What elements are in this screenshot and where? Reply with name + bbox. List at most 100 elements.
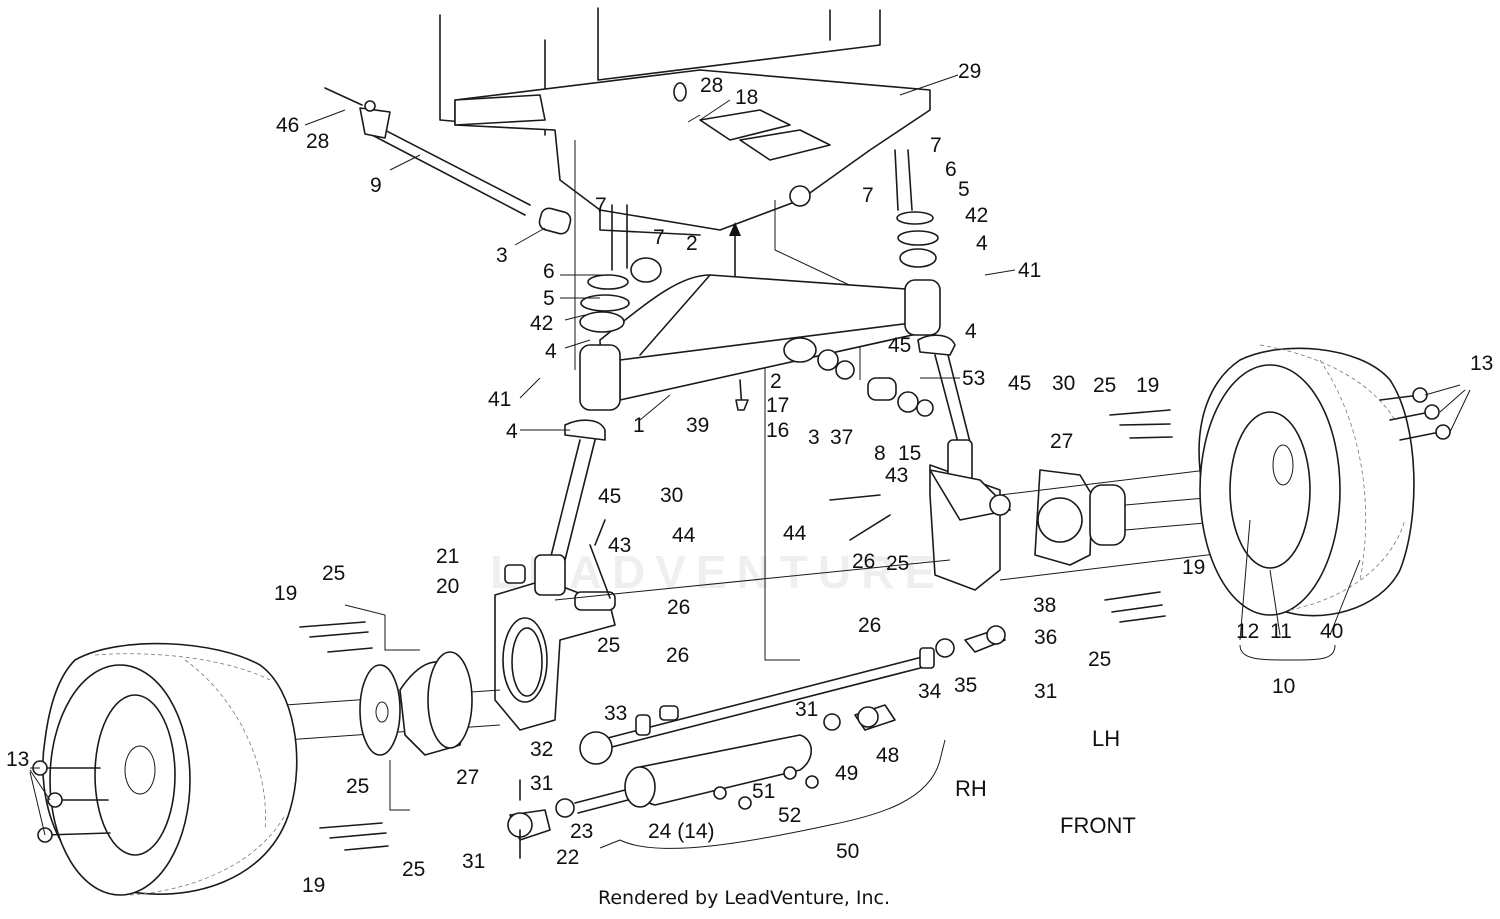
callout-label: 2 xyxy=(686,232,698,255)
callout-label: 20 xyxy=(436,575,459,598)
callout-label: 19 xyxy=(1136,374,1159,397)
callout-label: 43 xyxy=(608,534,631,557)
callout-label: 25 xyxy=(597,634,620,657)
callout-label: 45 xyxy=(598,485,621,508)
callout-label: 37 xyxy=(830,426,853,449)
callout-label: 7 xyxy=(930,134,942,157)
callout-label: 3 xyxy=(496,244,508,267)
callout-label: 15 xyxy=(898,442,921,465)
callout-label: 2 xyxy=(770,370,782,393)
callout-label: 41 xyxy=(1018,259,1041,282)
callout-label: 25 xyxy=(402,858,425,881)
callout-label: 39 xyxy=(686,414,709,437)
callout-label: 31 xyxy=(462,850,485,873)
callout-label: 26 xyxy=(666,644,689,667)
side-label-lh: LH xyxy=(1092,726,1120,751)
callout-label: 19 xyxy=(274,582,297,605)
callout-label: 26 xyxy=(858,614,881,637)
callout-label: 32 xyxy=(530,738,553,761)
callout-label: 4 xyxy=(976,232,988,255)
callout-label: 53 xyxy=(962,367,985,390)
callout-label: 25 xyxy=(322,562,345,585)
callout-label: 25 xyxy=(886,552,909,575)
callout-label: 35 xyxy=(954,674,977,697)
callout-label: 45 xyxy=(1008,372,1031,395)
callout-label: 11 xyxy=(1270,620,1292,643)
callout-label: 52 xyxy=(778,804,801,827)
callout-label: 6 xyxy=(543,260,555,283)
axle-beam xyxy=(579,257,941,417)
callout-label: 34 xyxy=(918,680,942,703)
callout-label: 33 xyxy=(604,702,627,725)
callout-label: 4 xyxy=(545,340,557,363)
callout-label: 28 xyxy=(700,74,723,97)
callout-label: 19 xyxy=(302,874,325,897)
callout-label: 48 xyxy=(876,744,899,767)
pivot-rod-9 xyxy=(324,87,572,235)
callout-label: 13 xyxy=(1470,352,1493,375)
callout-label: 29 xyxy=(958,60,981,83)
callout-labels: 46 28 9 3 28 18 29 7 7 2 6 5 42 4 41 4 1… xyxy=(6,60,1493,897)
spindle-right xyxy=(929,439,1126,591)
callout-label: 30 xyxy=(1052,372,1075,395)
callout-label: 50 xyxy=(836,840,859,863)
callout-label: 4 xyxy=(506,420,518,443)
callout-label: 6 xyxy=(945,158,957,181)
callout-label: 45 xyxy=(888,334,911,357)
callout-label: 31 xyxy=(1034,680,1057,703)
callout-label: 25 xyxy=(346,775,369,798)
callout-label: 25 xyxy=(1093,374,1116,397)
callout-label: 43 xyxy=(885,464,908,487)
kingpin-stack-right xyxy=(894,149,973,451)
callout-label: 36 xyxy=(1034,626,1057,649)
bolt-group-right xyxy=(829,387,1451,623)
callout-label: 38 xyxy=(1033,594,1056,617)
credit-text: Rendered by LeadVenture, Inc. xyxy=(598,887,890,909)
callout-label: 17 xyxy=(766,394,789,417)
callout-label: 31 xyxy=(530,772,553,795)
callout-label: 42 xyxy=(530,312,553,335)
callout-label: 44 xyxy=(783,522,807,545)
callout-label: 10 xyxy=(1272,675,1295,698)
callout-label: 19 xyxy=(1182,556,1205,579)
frame-assembly xyxy=(439,7,931,661)
callout-label: 28 xyxy=(306,130,329,153)
callout-label: 42 xyxy=(965,204,988,227)
callout-label: 26 xyxy=(852,550,875,573)
leader-lines xyxy=(29,74,1471,836)
callout-label: 23 xyxy=(570,820,593,843)
callout-label: 26 xyxy=(667,596,690,619)
callout-label: 18 xyxy=(735,86,758,109)
callout-label: 3 xyxy=(808,426,820,449)
callout-label: 12 xyxy=(1236,620,1259,643)
callout-label: 4 xyxy=(965,320,977,343)
callout-label: 5 xyxy=(958,178,970,201)
callout-label: 13 xyxy=(6,748,29,771)
callout-label: 40 xyxy=(1320,620,1343,643)
wheel-right xyxy=(1198,344,1415,617)
callout-label: 1 xyxy=(633,414,645,437)
bolt-group-left xyxy=(32,604,420,851)
callout-label: 16 xyxy=(766,419,789,442)
wheel-left xyxy=(42,642,298,896)
callout-label: 7 xyxy=(595,194,607,217)
side-label-rh: RH xyxy=(955,776,987,801)
callout-label: 5 xyxy=(543,287,555,310)
callout-label: 30 xyxy=(660,484,683,507)
callout-label: 24 (14) xyxy=(648,820,715,843)
callout-label: 44 xyxy=(672,524,696,547)
spindle-left xyxy=(494,519,616,801)
callout-label: 25 xyxy=(1088,648,1111,671)
callout-label: 27 xyxy=(1050,430,1073,453)
callout-label: 9 xyxy=(370,174,382,197)
callout-label: 8 xyxy=(874,442,886,465)
hub-left xyxy=(359,651,473,756)
tie-rod-assembly xyxy=(507,625,1006,859)
callout-label: 46 xyxy=(276,114,299,137)
callout-label: 51 xyxy=(752,780,775,803)
callout-label: 7 xyxy=(862,184,874,207)
callout-label: 7 xyxy=(653,226,665,249)
callout-label: 49 xyxy=(835,762,858,785)
kingpin-stack-left xyxy=(549,204,630,561)
